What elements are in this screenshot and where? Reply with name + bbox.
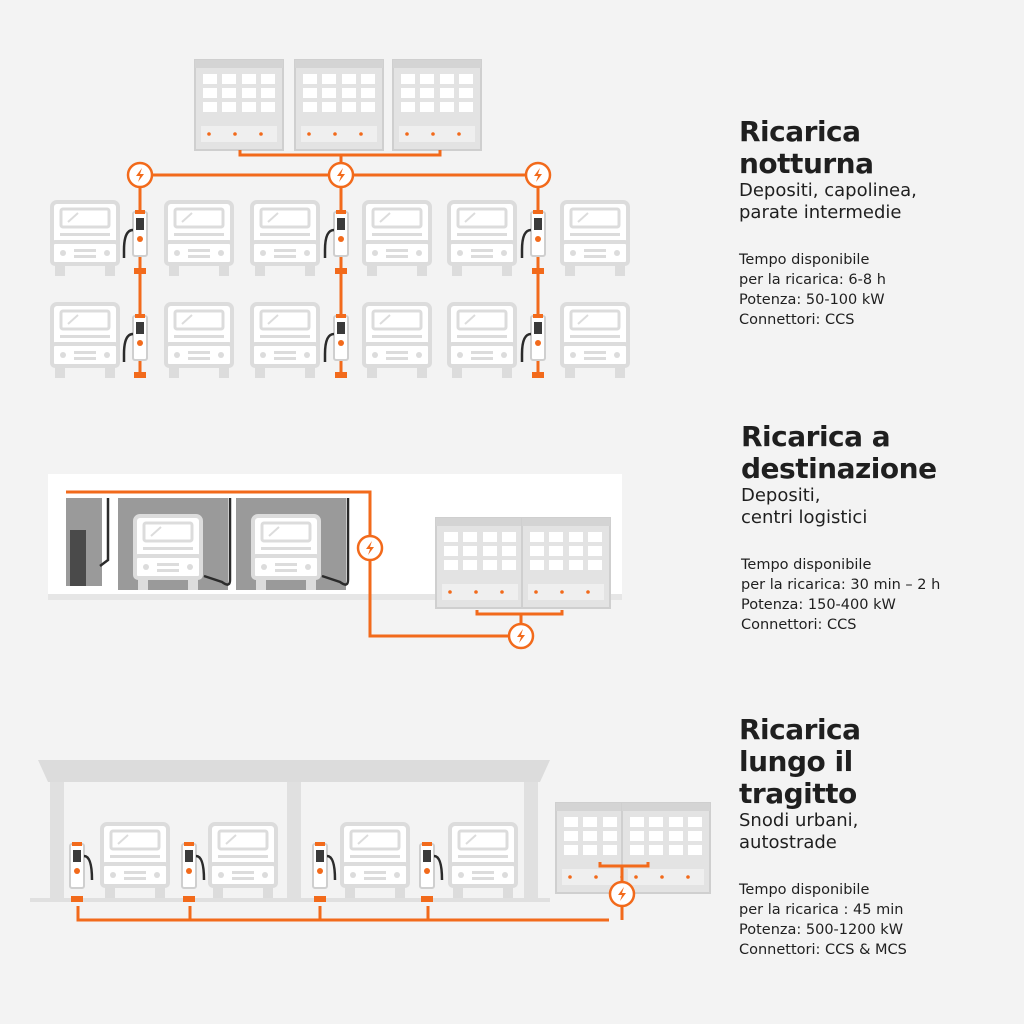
time-value: per la ricarica: 6-8 h (739, 272, 886, 288)
section-overnight: Ricarica notturna Depositi, capolinea, p… (739, 116, 1024, 330)
time-value: per la ricarica : 45 min (739, 902, 904, 918)
power-cabinet-icon (521, 517, 611, 609)
charger-icon (132, 209, 148, 257)
charging-cable (83, 854, 444, 881)
section-subtitle-line: centri logistici (741, 507, 868, 528)
charger-icon (419, 841, 435, 889)
truck-icon (100, 822, 170, 900)
charging-cable (122, 228, 532, 362)
section-title-line: Ricarica (739, 713, 861, 746)
truck-icon (250, 302, 320, 380)
power-line (76, 862, 650, 922)
bolt-icon (507, 622, 535, 650)
bolt-icon (356, 534, 384, 562)
charger-icon (69, 841, 85, 889)
section-subtitle-line: Depositi, (741, 485, 821, 506)
truck-icon (251, 514, 321, 592)
charger-base-marker (134, 268, 544, 378)
section-title-line: notturna (739, 147, 874, 180)
canopy-roof (38, 760, 550, 782)
power-value: Potenza: 50-100 kW (739, 292, 885, 308)
truck-icon (447, 200, 517, 278)
charger-icon (333, 313, 349, 361)
truck-icon (250, 200, 320, 278)
truck-icon (50, 200, 120, 278)
section-title-line: Ricarica (739, 115, 861, 148)
overnight-charging-scene (50, 59, 630, 380)
bolt-icon (608, 880, 636, 908)
section-subtitle-line: parate intermedie (739, 202, 902, 223)
en-route-charging-scene (30, 760, 711, 922)
time-label: Tempo disponibile (739, 882, 870, 898)
destination-charging-scene (48, 474, 622, 650)
truck-icon (447, 302, 517, 380)
truck-icon (560, 200, 630, 278)
section-details: Tempo disponibile per la ricarica : 45 m… (739, 880, 1024, 960)
power-cabinet-icon (392, 59, 482, 151)
section-en-route: Ricarica lungo il tragitto Snodi urbani,… (739, 714, 1024, 960)
power-value: Potenza: 500-1200 kW (739, 922, 904, 938)
section-title-line: lungo il (739, 745, 853, 778)
section-details: Tempo disponibile per la ricarica: 6-8 h… (739, 250, 1024, 330)
charger-icon (530, 209, 546, 257)
section-details: Tempo disponibile per la ricarica: 30 mi… (741, 555, 1021, 635)
time-label: Tempo disponibile (741, 557, 872, 573)
truck-icon (208, 822, 278, 900)
truck-icon (560, 302, 630, 380)
time-value: per la ricarica: 30 min – 2 h (741, 577, 941, 593)
charger-icon (530, 313, 546, 361)
charger-icon (132, 313, 148, 361)
bolt-icon (126, 161, 154, 189)
section-subtitle-line: autostrade (739, 832, 837, 853)
truck-icon (362, 302, 432, 380)
charging-cable (99, 498, 350, 586)
section-subtitle-line: Snodi urbani, (739, 810, 859, 831)
truck-icon (448, 822, 518, 900)
bolt-icon (327, 161, 355, 189)
power-cabinet-icon (435, 517, 525, 609)
power-cabinet-icon (621, 802, 711, 894)
truck-icon (50, 302, 120, 380)
truck-icon (362, 200, 432, 278)
power-cabinet-icon (194, 59, 284, 151)
charger-icon (312, 841, 328, 889)
power-line (66, 490, 564, 638)
section-title-line: tragitto (739, 777, 857, 810)
charger-icon (333, 209, 349, 257)
truck-icon (133, 514, 203, 592)
truck-icon (164, 200, 234, 278)
connectors-value: Connettori: CCS & MCS (739, 942, 907, 958)
section-destination: Ricarica a destinazione Depositi, centri… (741, 421, 1021, 635)
truck-icon (164, 302, 234, 380)
power-value: Potenza: 150-400 kW (741, 597, 896, 613)
connectors-value: Connettori: CCS (739, 312, 855, 328)
bolt-icon (524, 161, 552, 189)
time-label: Tempo disponibile (739, 252, 870, 268)
section-title-line: Ricarica a (741, 420, 891, 453)
section-subtitle-line: Depositi, capolinea, (739, 180, 917, 201)
section-title-line: destinazione (741, 452, 937, 485)
connectors-value: Connettori: CCS (741, 617, 857, 633)
power-cabinet-icon (294, 59, 384, 151)
charger-icon (181, 841, 197, 889)
truck-icon (340, 822, 410, 900)
